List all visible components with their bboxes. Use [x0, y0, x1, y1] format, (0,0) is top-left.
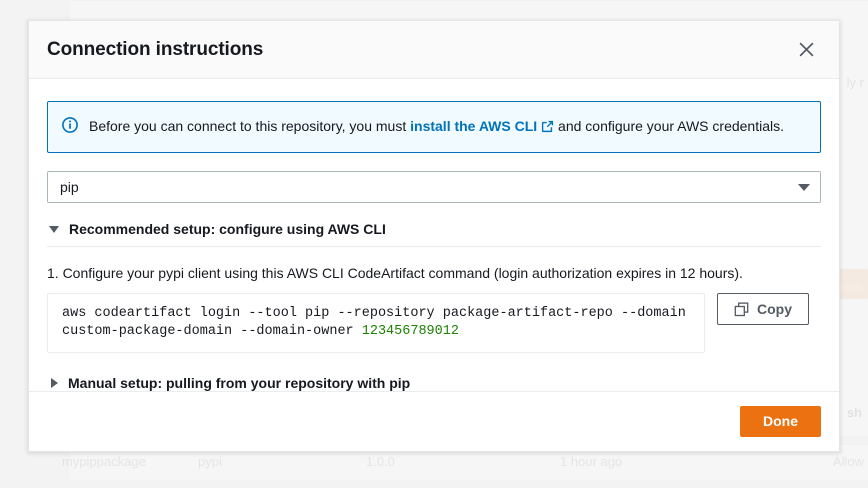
recommended-setup-expander[interactable]: Recommended setup: configure using AWS C…	[47, 221, 821, 247]
info-alert-text-before: Before you can connect to this repositor…	[89, 118, 411, 134]
modal-footer: Done	[29, 391, 839, 451]
recommended-setup-label: Recommended setup: configure using AWS C…	[69, 221, 386, 237]
client-select-value: pip	[60, 179, 79, 195]
info-alert-text-after: and configure your AWS credentials.	[554, 118, 784, 134]
close-icon[interactable]	[791, 35, 821, 65]
client-select[interactable]: pip	[47, 171, 821, 203]
page-title: Connection instructions	[47, 38, 264, 60]
copy-button-label: Copy	[757, 301, 792, 317]
triangle-right-icon[interactable]	[51, 378, 58, 388]
copy-button[interactable]: Copy	[717, 293, 809, 325]
info-alert-text: Before you can connect to this repositor…	[89, 116, 784, 138]
info-circle-icon	[62, 117, 78, 133]
recommended-setup-step-text: 1. Configure your pypi client using this…	[47, 265, 743, 281]
manual-setup-expander[interactable]: Manual setup: pulling from your reposito…	[47, 375, 821, 391]
chevron-down-icon[interactable]	[798, 183, 810, 191]
command-text: aws codeartifact login --tool pip --repo…	[62, 306, 694, 339]
command-account-id: 123456789012	[361, 324, 459, 339]
copy-icon	[734, 301, 749, 317]
triangle-down-icon[interactable]	[49, 225, 59, 233]
manual-setup-label: Manual setup: pulling from your reposito…	[68, 375, 411, 391]
install-aws-cli-link[interactable]: install the AWS CLI	[410, 118, 538, 134]
command-row: aws codeartifact login --tool pip --repo…	[47, 293, 821, 353]
modal-body: Before you can connect to this repositor…	[29, 79, 839, 391]
connection-instructions-modal: Connection instructions Before you can c…	[28, 20, 840, 452]
external-link-icon[interactable]	[541, 118, 554, 138]
done-button[interactable]: Done	[740, 406, 821, 437]
modal-header: Connection instructions	[29, 21, 839, 79]
command-code-block: aws codeartifact login --tool pip --repo…	[47, 293, 705, 353]
info-alert: Before you can connect to this repositor…	[47, 101, 821, 153]
